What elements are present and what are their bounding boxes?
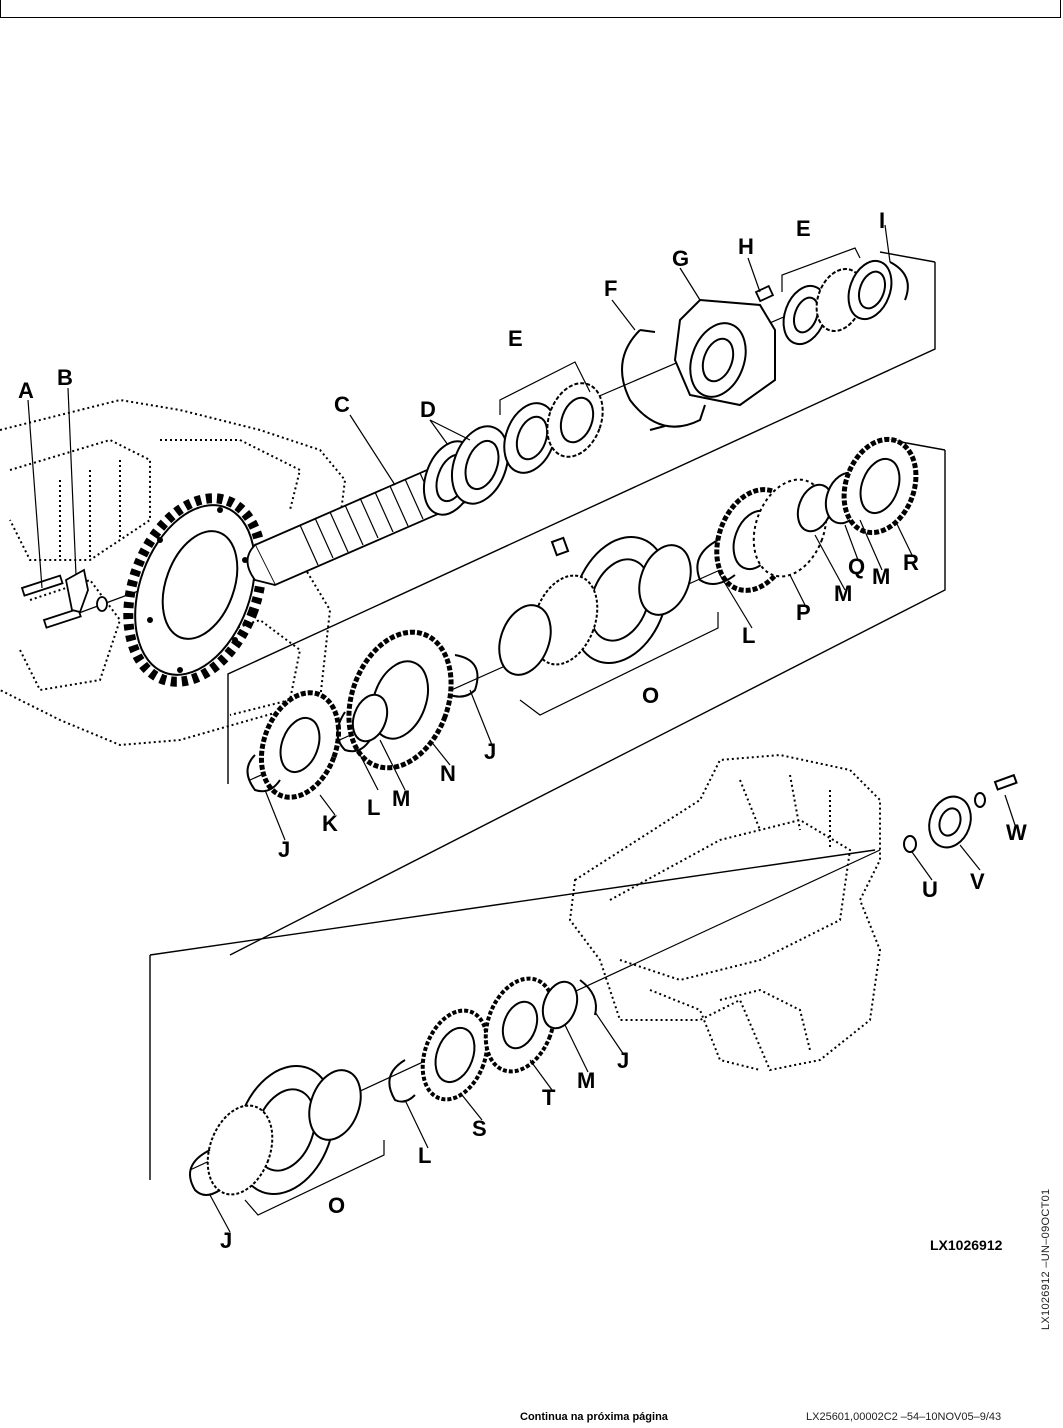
label-g: G [672, 246, 689, 271]
figure-code: LX1026912 [930, 1237, 1003, 1253]
label-f: F [604, 276, 617, 301]
leader-lines [27, 224, 1016, 1233]
label-j-bot-right: J [617, 1048, 629, 1073]
label-o-mid: O [642, 683, 659, 708]
middle-row-parts [498, 436, 919, 676]
label-l-left: L [367, 795, 380, 820]
label-u: U [922, 877, 938, 902]
label-r: R [903, 550, 919, 575]
label-e-right: E [796, 216, 811, 241]
retainer-plate-f [621, 329, 706, 431]
bearing-e-2 [782, 259, 893, 346]
plug-h [754, 284, 775, 303]
label-j-bot: J [220, 1228, 232, 1253]
label-l-bot: L [418, 1143, 431, 1168]
figure-side-code: LX1026912 –UN–09OCT01 [1040, 1188, 1052, 1330]
label-m-left: M [392, 786, 410, 811]
page-top-frame [0, 0, 1061, 18]
ring-gear [123, 493, 267, 687]
bearing-e-1 [503, 382, 604, 474]
label-q: Q [848, 554, 865, 579]
bolts-and-bracket [20, 568, 108, 629]
label-o-bot: O [328, 1193, 345, 1218]
group-frames [149, 251, 946, 1180]
document-reference: LX25601,00002C2 –54–10NOV05–9/43 [806, 1411, 1002, 1423]
bearings-d [422, 425, 510, 516]
continue-next-page: Continua na próxima página [520, 1411, 668, 1423]
label-p: P [796, 600, 811, 625]
label-j-left: J [278, 837, 290, 862]
label-m-mid1: M [834, 581, 852, 606]
label-b: B [57, 365, 73, 390]
label-m-mid2: M [872, 564, 890, 589]
label-v: V [970, 869, 985, 894]
bottom-snap-rings [189, 979, 597, 1196]
transmission-housing-right [568, 753, 882, 1072]
part-labels: A B C D E F G H E I L P M Q M R O J N M … [18, 208, 1027, 1253]
label-i: I [879, 208, 885, 233]
label-d: D [420, 397, 436, 422]
label-w: W [1006, 820, 1027, 845]
label-l-mid: L [742, 623, 755, 648]
label-a: A [18, 378, 34, 403]
transmission-housing-left [0, 398, 347, 747]
bearing-housing-g [673, 298, 776, 407]
label-k: K [322, 811, 338, 836]
label-c: C [334, 392, 350, 417]
label-h: H [738, 234, 754, 259]
lower-left-snap-rings [246, 711, 371, 793]
lower-left-parts [258, 629, 454, 800]
pinion-shaft [246, 458, 472, 587]
snap-ring-i [889, 261, 909, 301]
label-t: T [542, 1085, 556, 1110]
label-n: N [440, 761, 456, 786]
label-m-bot: M [577, 1068, 595, 1093]
label-e-left: E [508, 326, 523, 351]
bottom-row-parts [206, 773, 1018, 1196]
label-j-mid: J [484, 739, 496, 764]
label-s: S [472, 1116, 487, 1141]
